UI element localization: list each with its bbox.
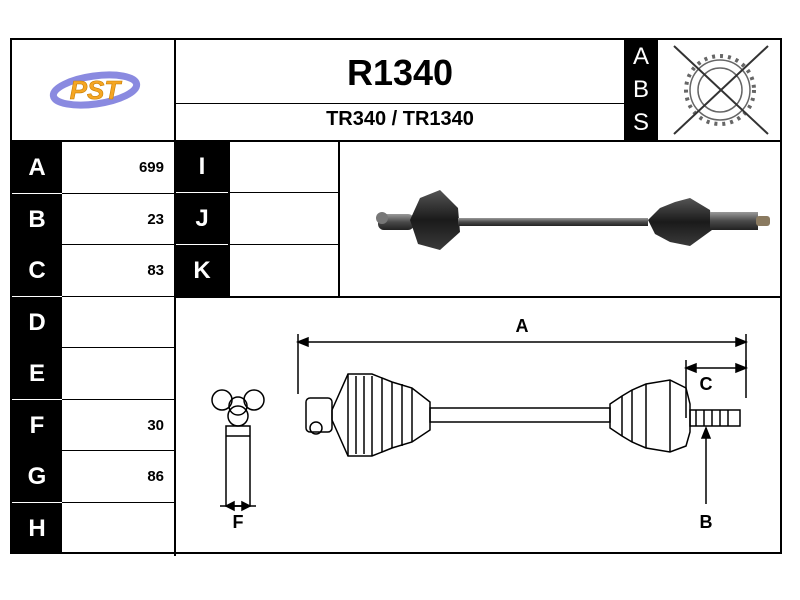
dimension-c-label: C bbox=[700, 374, 713, 394]
logo-text: PST bbox=[70, 75, 123, 105]
abs-letter-a: A bbox=[632, 42, 649, 70]
spec-label-g: G bbox=[12, 451, 62, 502]
abs-ring-crossed-icon bbox=[673, 45, 769, 135]
divider-left-column bbox=[174, 40, 176, 556]
spec-label-e: E bbox=[12, 348, 62, 399]
spec-value-h bbox=[62, 503, 174, 554]
spec-label-i: I bbox=[176, 142, 228, 192]
dimension-diagram: A C B F bbox=[211, 316, 749, 532]
spec-row-divider bbox=[62, 347, 174, 348]
spec-row-divider bbox=[62, 244, 174, 245]
abs-letter-b: B bbox=[632, 75, 649, 103]
spec-row-divider bbox=[62, 502, 174, 503]
reference-numbers: TR340 / TR1340 bbox=[326, 108, 474, 130]
spec-value-c: 83 bbox=[147, 262, 164, 279]
spec-value-b: 23 bbox=[147, 211, 164, 228]
spec-label-f: F bbox=[12, 400, 62, 451]
divider-title bbox=[174, 103, 624, 104]
spec-label-c: C bbox=[12, 245, 62, 296]
divider-ijk-1 bbox=[228, 192, 338, 193]
divider-header bbox=[10, 140, 782, 142]
abs-letter-s: S bbox=[632, 109, 649, 137]
spec-label-k: K bbox=[176, 245, 228, 296]
driveshaft-photo bbox=[376, 190, 770, 250]
divider-ijk-label bbox=[228, 140, 230, 296]
divider-ijk-2 bbox=[228, 244, 338, 245]
spec-row-divider bbox=[62, 450, 174, 451]
spec-label-h: H bbox=[12, 503, 62, 554]
spec-label-b: B bbox=[12, 194, 62, 245]
dimension-a-label: A bbox=[516, 316, 529, 336]
spec-value-e bbox=[62, 348, 174, 399]
divider-ijk-right bbox=[338, 140, 340, 296]
spec-label-a: A bbox=[12, 142, 62, 193]
spec-row-divider bbox=[62, 399, 174, 400]
spec-value-g: 86 bbox=[147, 468, 164, 485]
spec-row-divider bbox=[62, 296, 174, 297]
spec-row-divider bbox=[62, 193, 174, 194]
spec-value-f: 30 bbox=[147, 417, 164, 434]
spec-label-j: J bbox=[176, 193, 228, 244]
divider-diagram bbox=[174, 296, 782, 298]
dimension-b-label: B bbox=[700, 512, 713, 532]
pst-logo: PST bbox=[49, 71, 141, 109]
spec-label-d: D bbox=[12, 297, 62, 348]
spec-value-a: 699 bbox=[138, 159, 164, 176]
part-number: R1340 bbox=[346, 52, 454, 93]
dimension-f-label: F bbox=[233, 512, 244, 532]
spec-value-d bbox=[62, 297, 174, 348]
abs-label-block: A B S bbox=[624, 40, 658, 140]
